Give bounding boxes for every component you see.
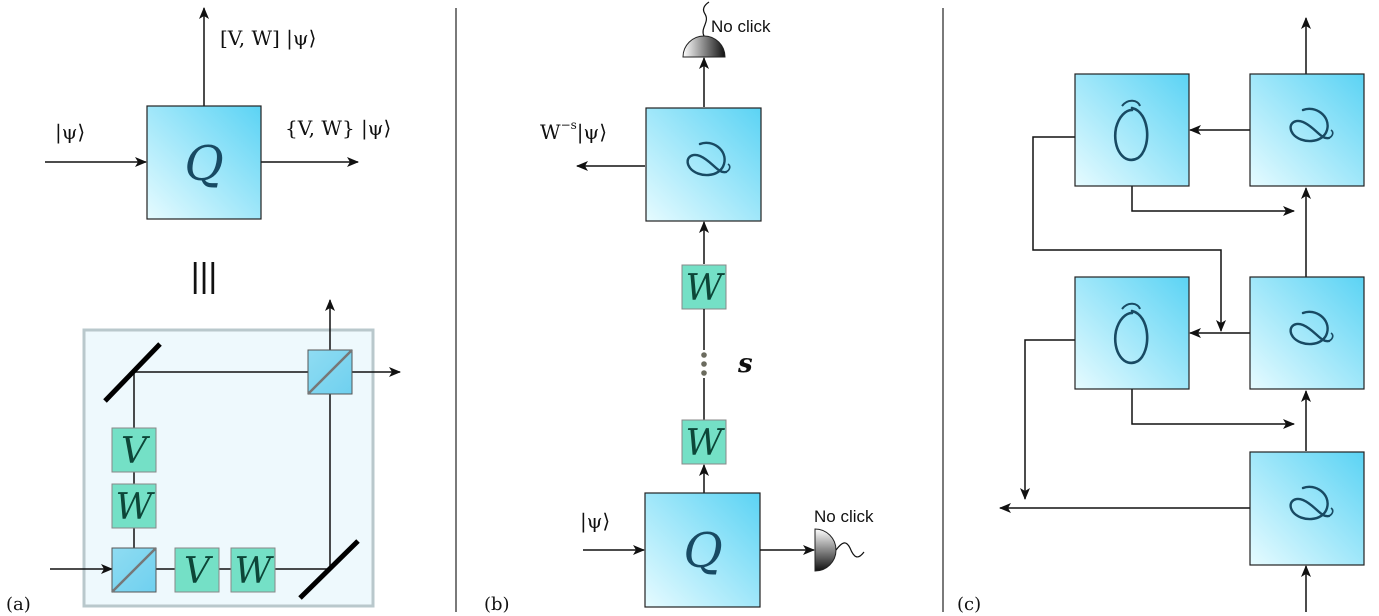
panel-b: No click W−s|ψ⟩ W s W Q |ψ⟩ xyxy=(484,1,874,615)
equivalence-symbol: ||| xyxy=(191,257,218,295)
svg-text:W: W xyxy=(234,551,274,592)
detector-top-label: No click xyxy=(711,17,771,36)
o-box-c-top xyxy=(1074,73,1190,187)
q-box-c-middle xyxy=(1249,276,1365,390)
panel-label-a: (a) xyxy=(6,594,31,615)
panel-label-b: (b) xyxy=(484,594,510,615)
q-box-b-top xyxy=(645,107,762,222)
right-output-label-a: {V, W} |ψ⟩ xyxy=(285,116,391,141)
mirror-bottom-right xyxy=(298,539,360,600)
gate-w-horizontal: W xyxy=(230,547,276,593)
detector-bottom-label: No click xyxy=(814,507,874,526)
line-c-o1-to-merge xyxy=(1131,186,1295,216)
o-box-c-middle xyxy=(1074,276,1190,390)
q-symbol-a: Q xyxy=(184,136,223,192)
input-label-a: |ψ⟩ xyxy=(55,120,85,145)
input-label-b: |ψ⟩ xyxy=(580,509,610,534)
svg-text:W: W xyxy=(685,423,725,464)
gate-w-upper: W xyxy=(681,264,727,310)
detector-bottom xyxy=(814,528,865,572)
mirror-top-left xyxy=(103,342,162,403)
repeat-label: s xyxy=(737,349,753,379)
svg-text:W: W xyxy=(115,487,155,528)
q-symbol-b: Q xyxy=(683,523,722,579)
repeat-dots xyxy=(701,352,707,376)
gate-v-horizontal: V xyxy=(174,547,220,593)
svg-text:W: W xyxy=(685,268,725,309)
gate-w-vertical: W xyxy=(111,483,157,529)
q-box-c-top xyxy=(1249,73,1365,187)
line-c-o2-to-merge xyxy=(1131,389,1295,429)
svg-text:V: V xyxy=(121,431,151,472)
panel-c: (c) xyxy=(957,17,1365,615)
q-box-a xyxy=(146,105,262,220)
line-c-o2-out xyxy=(1020,339,1075,500)
panel-a: Q |ψ⟩ [V, W] |ψ⟩ {V, W} |ψ⟩ ||| V xyxy=(6,7,401,615)
gate-w-lower: W xyxy=(681,419,727,465)
gate-v-vertical: V xyxy=(111,427,157,473)
beam-splitter-top-right xyxy=(307,349,353,395)
q-box-b-bottom xyxy=(644,492,761,608)
top-output-label-a: [V, W] |ψ⟩ xyxy=(220,26,316,51)
detector-top xyxy=(682,1,726,58)
panel-label-c: (c) xyxy=(957,594,981,615)
svg-text:V: V xyxy=(184,551,214,592)
q-box-c-bottom xyxy=(1249,451,1365,566)
beam-splitter-bottom-left xyxy=(111,547,157,593)
line-c-o1-loop xyxy=(1032,136,1226,332)
output-label-b: W−s|ψ⟩ xyxy=(540,118,607,145)
